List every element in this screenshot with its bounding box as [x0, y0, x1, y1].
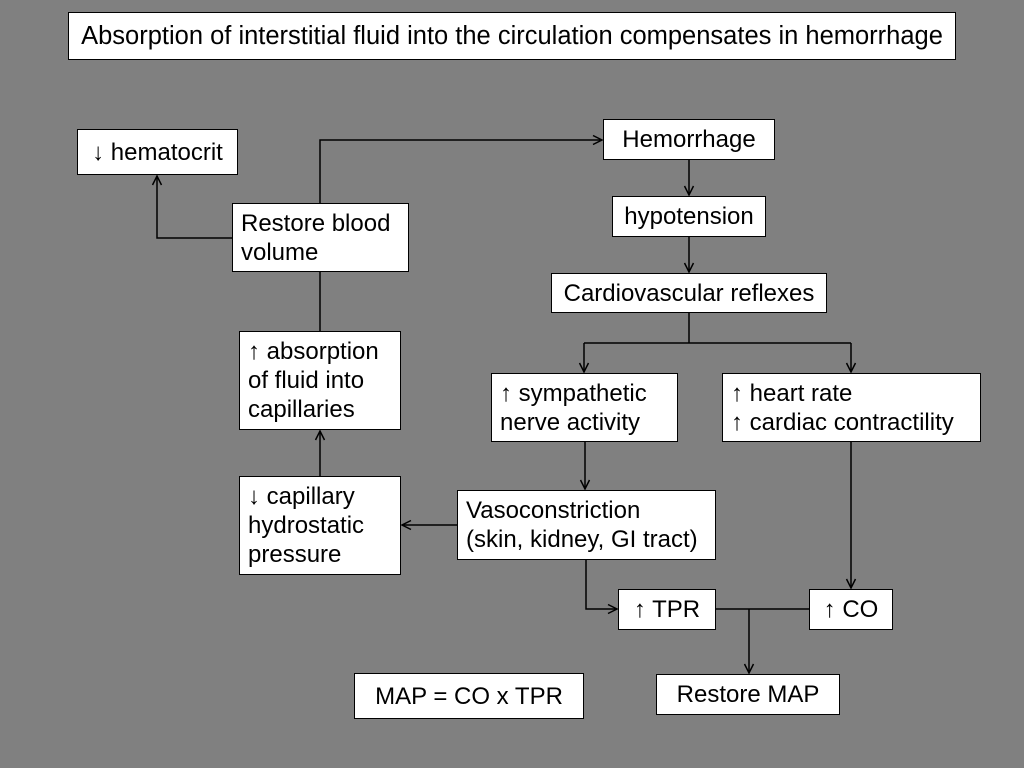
node-hemorrhage-label: Hemorrhage: [622, 126, 756, 153]
arrow-shaft: [585, 560, 617, 610]
arrow-capillary-pressure-to-absorption: [314, 429, 326, 476]
arrowhead: [314, 429, 326, 441]
node-vasoconstriction-line-1: Vasoconstriction: [466, 497, 641, 524]
node-co: ↑ CO: [809, 589, 893, 630]
node-tpr: ↑ TPR: [618, 589, 716, 630]
node-restore-map-label: Restore MAP: [676, 681, 820, 708]
node-hypotension-label: hypotension: [624, 203, 754, 230]
arrow-vasoconstriction-to-capillary-pressure: [400, 519, 457, 531]
node-map-equation-label: MAP = CO x TPR: [375, 682, 563, 710]
node-hematocrit-label: ↓ hematocrit: [92, 138, 223, 166]
node-restore-blood-volume-line-1: Restore blood: [241, 209, 391, 237]
arrow-cardiovascular-reflexes-branch: [578, 313, 857, 374]
node-restore-map: Restore MAP: [656, 674, 840, 715]
node-hematocrit: ↓ hematocrit: [77, 129, 238, 175]
node-restore-blood-volume-line-2: volume: [241, 238, 319, 266]
title-box: Absorption of interstitial fluid into th…: [68, 12, 956, 60]
node-sympathetic-line-2: nerve activity: [500, 408, 641, 436]
node-absorption: ↑ absorption of fluid into capillaries: [239, 331, 401, 430]
arrowhead: [683, 185, 695, 197]
arrow-hemorrhage-to-hypotension: [683, 160, 695, 197]
arrow-shaft: [583, 313, 852, 372]
arrowhead: [683, 262, 695, 274]
node-vasoconstriction: Vasoconstriction (skin, kidney, GI tract…: [457, 490, 716, 560]
node-capillary-pressure-line-2: hydrostatic: [248, 512, 365, 539]
arrow-shaft: [319, 139, 602, 203]
arrowhead: [607, 603, 619, 615]
node-capillary-pressure-line-3: pressure: [248, 541, 342, 568]
node-absorption-line-2: of fluid into: [248, 367, 365, 394]
arrow-sympathetic-to-vasoconstriction: [579, 442, 591, 491]
arrow-shaft: [716, 608, 809, 673]
node-tpr-label: ↑ TPR: [633, 596, 701, 623]
arrow-restore-blood-volume-to-hemorrhage: [319, 134, 604, 203]
node-capillary-pressure: ↓ capillary hydrostatic pressure: [239, 476, 401, 575]
node-sympathetic: ↑ sympathetic nerve activity: [491, 373, 678, 442]
arrowhead: [845, 578, 857, 590]
node-absorption-line-3: capillaries: [248, 396, 355, 423]
diagram-title: Absorption of interstitial fluid into th…: [81, 22, 943, 50]
node-heart-line-1: ↑ heart rate: [731, 379, 853, 407]
arrowhead-to-sympathetic: [578, 362, 590, 374]
arrow-heart-to-co: [845, 442, 857, 590]
arrowhead: [400, 519, 412, 531]
node-hypotension: hypotension: [612, 196, 766, 237]
node-cardiovascular-reflexes-label: Cardiovascular reflexes: [563, 279, 815, 307]
node-capillary-pressure-line-1: ↓ capillary: [248, 483, 355, 510]
node-heart-line-2: ↑ cardiac contractility: [731, 408, 954, 436]
arrow-shaft: [156, 176, 232, 239]
node-sympathetic-line-1: ↑ sympathetic: [500, 379, 647, 407]
arrow-restore-blood-volume-to-hematocrit: [151, 174, 232, 239]
node-absorption-line-1: ↑ absorption: [248, 338, 379, 365]
arrowhead: [592, 134, 604, 146]
node-co-label: ↑ CO: [823, 596, 879, 623]
arrowhead: [579, 479, 591, 491]
node-map-equation: MAP = CO x TPR: [354, 673, 584, 719]
arrow-tpr-co-to-restore-map: [716, 608, 809, 675]
arrowhead: [151, 174, 163, 186]
node-hemorrhage: Hemorrhage: [603, 119, 775, 160]
node-cardiovascular-reflexes: Cardiovascular reflexes: [551, 273, 827, 313]
arrowhead-to-heart: [845, 362, 857, 374]
node-vasoconstriction-line-2: (skin, kidney, GI tract): [466, 526, 698, 553]
node-heart: ↑ heart rate ↑ cardiac contractility: [722, 373, 981, 442]
arrow-vasoconstriction-to-tpr: [585, 560, 619, 615]
arrowhead: [743, 663, 755, 675]
arrow-hypotension-to-cardiovascular-reflexes: [683, 237, 695, 274]
node-restore-blood-volume: Restore blood volume: [232, 203, 409, 272]
